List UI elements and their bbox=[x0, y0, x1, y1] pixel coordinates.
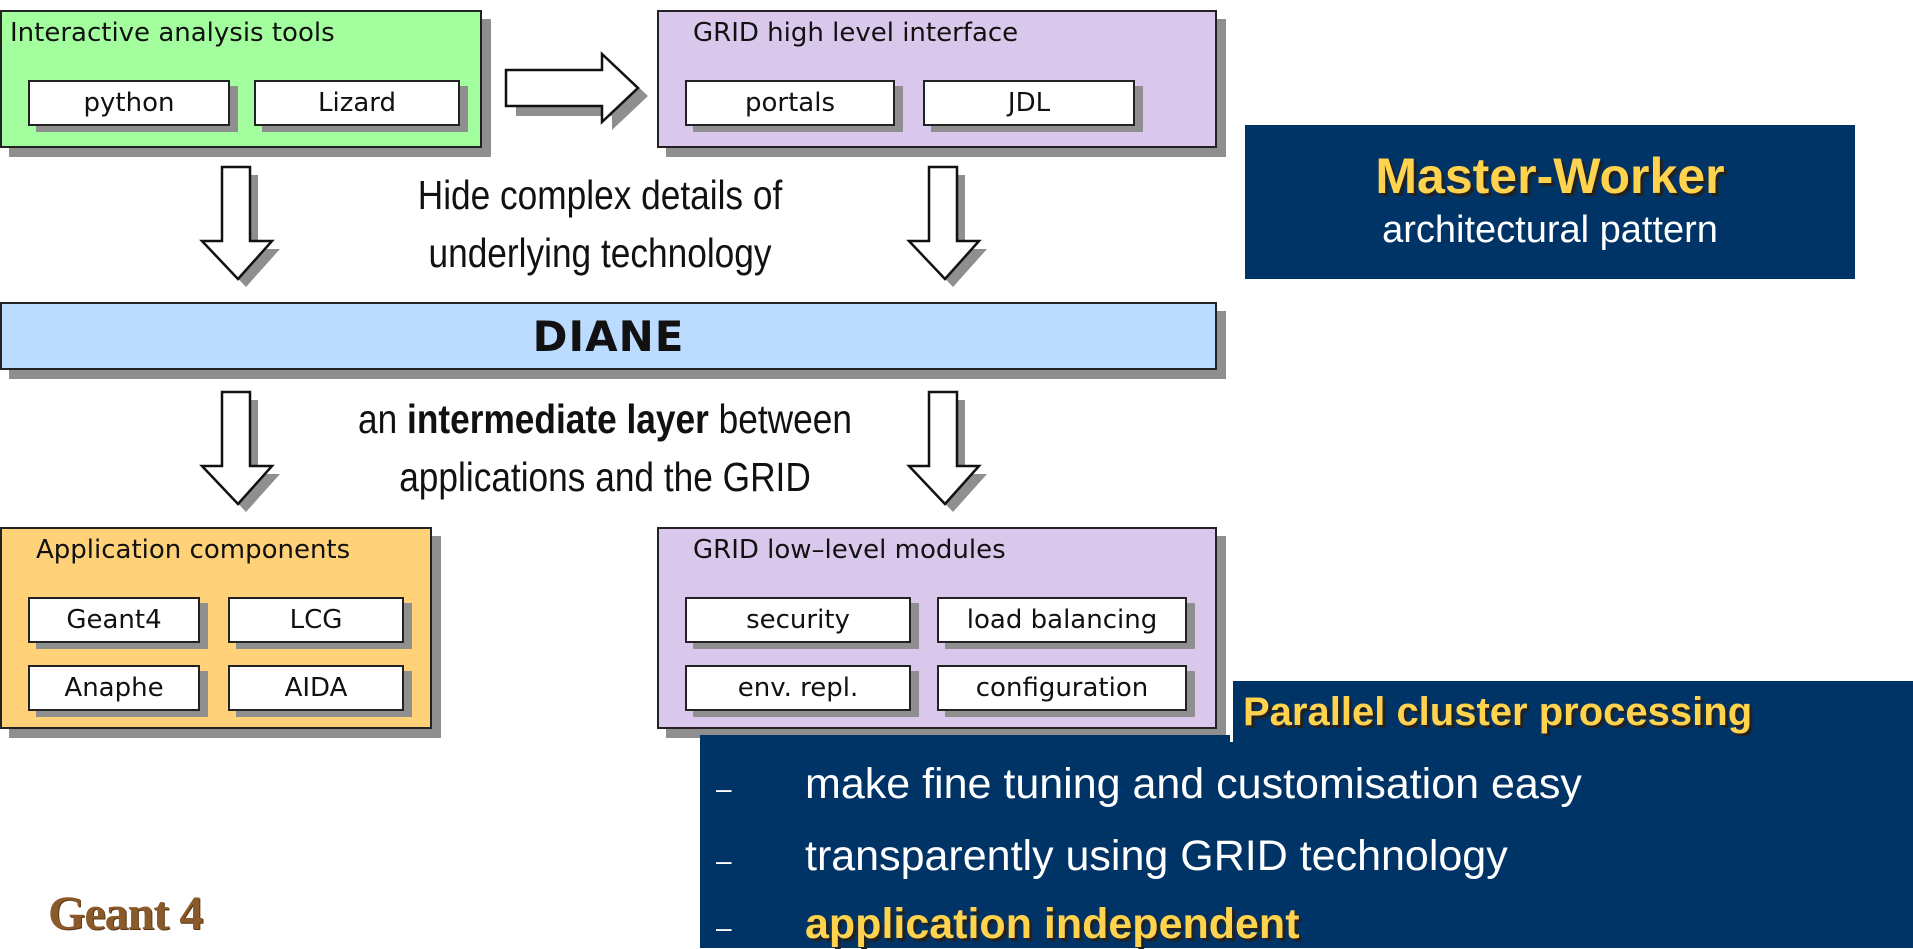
load-balancing-box: load balancing bbox=[937, 597, 1187, 643]
caption-line: applications and the GRID bbox=[399, 454, 811, 500]
jdl-box: JDL bbox=[923, 80, 1135, 126]
geant4-box: Geant4 bbox=[28, 597, 200, 643]
diane-bar: DIANE bbox=[0, 302, 1217, 370]
grid-low-level-panel: GRID low–level modules security load bal… bbox=[657, 527, 1217, 729]
lizard-box: Lizard bbox=[254, 80, 460, 126]
panel-title: GRID low–level modules bbox=[693, 535, 1006, 565]
bullet-dash: – bbox=[716, 912, 732, 943]
python-box: python bbox=[28, 80, 230, 126]
bullet-text: make fine tuning and customisation easy bbox=[805, 760, 1582, 808]
bullet-dash: – bbox=[716, 845, 732, 876]
down-arrow-icon bbox=[199, 165, 280, 287]
panel-title: Interactive analysis tools bbox=[10, 18, 335, 48]
parallel-block bbox=[700, 735, 1913, 948]
diane-label: DIANE bbox=[532, 311, 685, 361]
geant4-logo: Geant 4 bbox=[48, 887, 203, 940]
parallel-title-box: Parallel cluster processing bbox=[1230, 678, 1913, 742]
caption-line: an intermediate layer between bbox=[334, 390, 876, 448]
down-arrow-icon bbox=[906, 165, 987, 287]
lcg-box: LCG bbox=[228, 597, 404, 643]
aida-box: AIDA bbox=[228, 665, 404, 711]
portals-box: portals bbox=[685, 80, 895, 126]
caption-text: an bbox=[358, 396, 408, 442]
anaphe-box: Anaphe bbox=[28, 665, 200, 711]
down-arrow-icon bbox=[199, 390, 280, 512]
right-arrow-icon bbox=[504, 51, 648, 130]
env-repl-box: env. repl. bbox=[685, 665, 911, 711]
caption-intermediate-layer: an intermediate layer between applicatio… bbox=[334, 390, 876, 506]
caption-line: Hide complex details of bbox=[417, 172, 783, 218]
security-box: security bbox=[685, 597, 911, 643]
bullet-text: transparently using GRID technology bbox=[805, 832, 1508, 880]
caption-hide-details: Hide complex details of underlying techn… bbox=[385, 166, 815, 282]
master-worker-subtitle: architectural pattern bbox=[1382, 209, 1718, 251]
caption-text: between bbox=[708, 396, 852, 442]
master-worker-title: Master-Worker bbox=[1375, 148, 1725, 204]
bullet-text-bold: application independent bbox=[805, 900, 1300, 948]
down-arrow-icon bbox=[906, 390, 987, 512]
configuration-box: configuration bbox=[937, 665, 1187, 711]
master-worker-box: Master-Worker architectural pattern bbox=[1245, 125, 1855, 279]
application-components-panel: Application components Geant4 LCG Anaphe… bbox=[0, 527, 432, 729]
panel-title: Application components bbox=[36, 535, 351, 565]
grid-high-level-panel: GRID high level interface portals JDL bbox=[657, 10, 1217, 148]
parallel-title: Parallel cluster processing bbox=[1243, 690, 1753, 734]
interactive-tools-panel: Interactive analysis tools python Lizard bbox=[0, 10, 482, 148]
bullet-dash: – bbox=[716, 773, 732, 804]
caption-bold-text: intermediate layer bbox=[407, 396, 709, 442]
caption-line: underlying technology bbox=[428, 230, 772, 276]
panel-title: GRID high level interface bbox=[693, 18, 1019, 48]
